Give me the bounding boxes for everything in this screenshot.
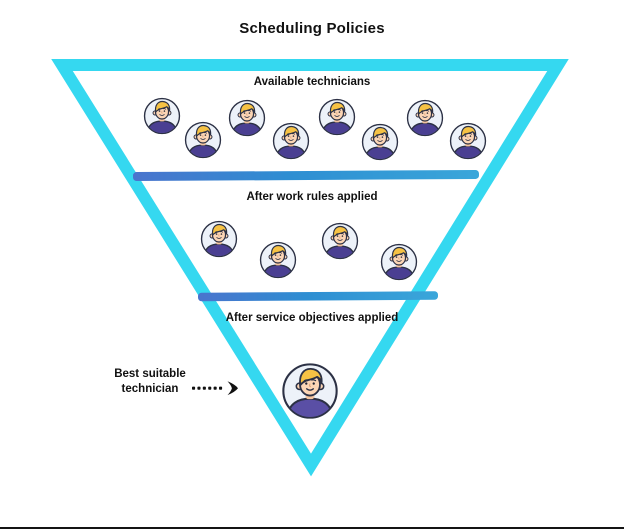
technician-avatar [202,222,237,260]
technician-avatar [145,99,180,137]
technician-avatar [408,101,443,139]
funnel-triangle [51,59,569,477]
technician-avatar [274,124,309,162]
best-technician-avatar [283,364,336,421]
level-1-label: Available technicians [253,76,371,88]
technician-avatar [382,245,417,283]
arrowhead [227,381,238,396]
level-2-avatars [202,222,417,283]
technician-avatar [451,124,486,162]
level-1-avatars [145,99,486,163]
technician-avatar [363,125,398,163]
technician-avatar [186,123,221,161]
funnel-divider-1 [132,169,479,182]
funnel-divider-2 [197,291,439,302]
technician-avatar [261,243,296,281]
technician-avatar [230,101,265,139]
best-technician-annotation: Best suitable technician [114,368,186,395]
level-3-label: After service objectives applied [225,312,399,324]
technician-avatar [320,100,355,138]
page-bottom-border [0,527,624,529]
technician-avatar [323,224,358,262]
page-title: Scheduling Policies [239,20,385,37]
level-2-label: After work rules applied [246,191,378,203]
dotted-arrow-right-icon [192,381,238,396]
